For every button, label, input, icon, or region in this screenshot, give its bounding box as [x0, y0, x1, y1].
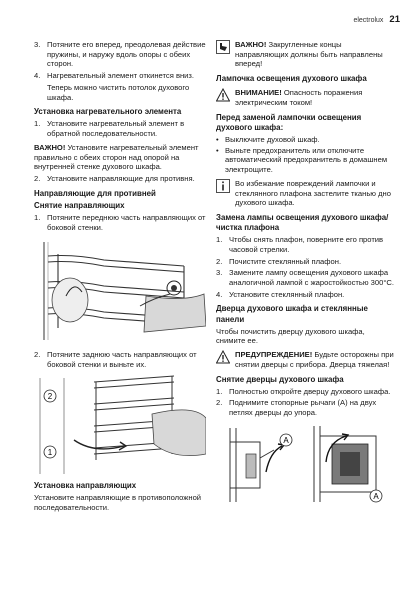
list-item: 1. Установите нагревательный элемент в о… [34, 119, 185, 139]
label-a-left: A [283, 436, 289, 445]
attention-block: ВНИМАНИЕ! Опасность поражения электричес… [216, 88, 394, 107]
figure-remove-front [34, 236, 206, 347]
warning-paragraph: ВАЖНО! Установите нагревательный элемент… [34, 143, 206, 172]
warning-triangle-icon [216, 350, 230, 364]
list-item: 2. Установите направляющие для противня. [34, 174, 195, 184]
caution-label: ПРЕДУПРЕЖДЕНИЕ! [235, 350, 313, 360]
heading-remove-door: Снятие дверцы духового шкафа [216, 374, 344, 384]
list-item: 3. Потяните его вперед, преодолевая дейс… [34, 40, 206, 69]
warning-text: Установите нагревательный элемент правил… [34, 142, 199, 172]
info-text: Во избежание повреждений лампочки и стек… [235, 178, 391, 208]
door-hinge-illustration: A A [216, 421, 394, 504]
attention-text: Опасность поражения электрическим током! [235, 88, 363, 107]
bullet-item: •Выключите духовой шкаф. [216, 134, 320, 144]
note-block: ВАЖНО! Закругленные концы направляющих д… [216, 40, 394, 69]
callout-1: 1 [48, 448, 53, 457]
list-item: 3. Замените лампу освещения духового шка… [216, 268, 394, 288]
bullet-item: •Выньте предохранитель или отключите авт… [216, 145, 388, 175]
figure-door-hinges: A A [216, 421, 394, 504]
label-a-right: A [373, 492, 379, 501]
oven-guides-rear-illustration: 2 1 [34, 373, 206, 476]
note-text: Закругленные концы направляющих должны б… [235, 40, 383, 69]
heading-guides: Направляющие для противней [34, 188, 156, 198]
list-item: 4. Установите стеклянный плафон. [216, 289, 345, 299]
warning-triangle-icon [216, 88, 230, 102]
list-item: 2. Поднимите стопорные рычаги (A) на дву… [216, 398, 377, 418]
heading-remove-guides: Снятие направляющих [34, 200, 125, 210]
callout-2: 2 [48, 392, 53, 401]
left-column: 3. Потяните его вперед, преодолевая дейс… [34, 40, 206, 514]
heading-door: Дверца духового шкафа и стеклянные панел… [216, 304, 368, 324]
note-ceiling: Теперь можно чистить потолок духового шк… [47, 82, 190, 102]
caution-text: Будьте осторожны при снятии дверцы с при… [235, 350, 394, 369]
figure-remove-rear: 2 1 [34, 373, 206, 476]
door-text: Чтобы почистить дверцу духового шкафа, с… [216, 326, 365, 346]
list-item: 4. Нагревательный элемент откинется вниз… [34, 71, 195, 81]
list-item: 1. Чтобы снять плафон, поверните его про… [216, 235, 384, 254]
heading-before-replace: Перед заменой лампочки освещения духовог… [216, 112, 362, 132]
list-item: 2. Потяните заднюю часть направляющих от… [34, 350, 197, 370]
info-icon [216, 178, 230, 193]
list-item: 1. Полностью откройте дверцу духового шк… [216, 386, 391, 396]
heading-install-element: Установка нагревательного элемента [34, 107, 182, 117]
warning-label: ВАЖНО! [34, 142, 66, 152]
caution-block: ПРЕДУПРЕЖДЕНИЕ! Будьте осторожны при сня… [216, 350, 394, 369]
install-guides-text: Установите направляющие в противоположно… [34, 492, 202, 512]
attention-label: ВНИМАНИЕ! [235, 88, 282, 98]
heading-replace-lamp: Замена лампы освещения духового шкафа/чи… [216, 212, 389, 233]
right-column: ВАЖНО! Закругленные концы направляющих д… [216, 40, 394, 508]
info-block: Во избежание повреждений лампочки и стек… [216, 179, 394, 208]
page-header: electrolux 21 [353, 14, 400, 26]
heading-install-guides: Установка направляющих [34, 480, 137, 490]
brand-name: electrolux [353, 17, 384, 24]
page-number: 21 [389, 14, 400, 25]
heading-lamp: Лампочка освещения духового шкафа [216, 74, 367, 84]
note-label: ВАЖНО! [235, 40, 267, 49]
hand-pointer-icon [216, 40, 230, 54]
list-item: 2. Почистите стеклянный плафон. [216, 256, 342, 266]
oven-guides-front-illustration [34, 236, 206, 347]
bullet-list: •Выключите духовой шкаф. •Выньте предохр… [216, 135, 394, 175]
list-item: 1. Потяните переднюю часть направляющих … [34, 212, 206, 232]
